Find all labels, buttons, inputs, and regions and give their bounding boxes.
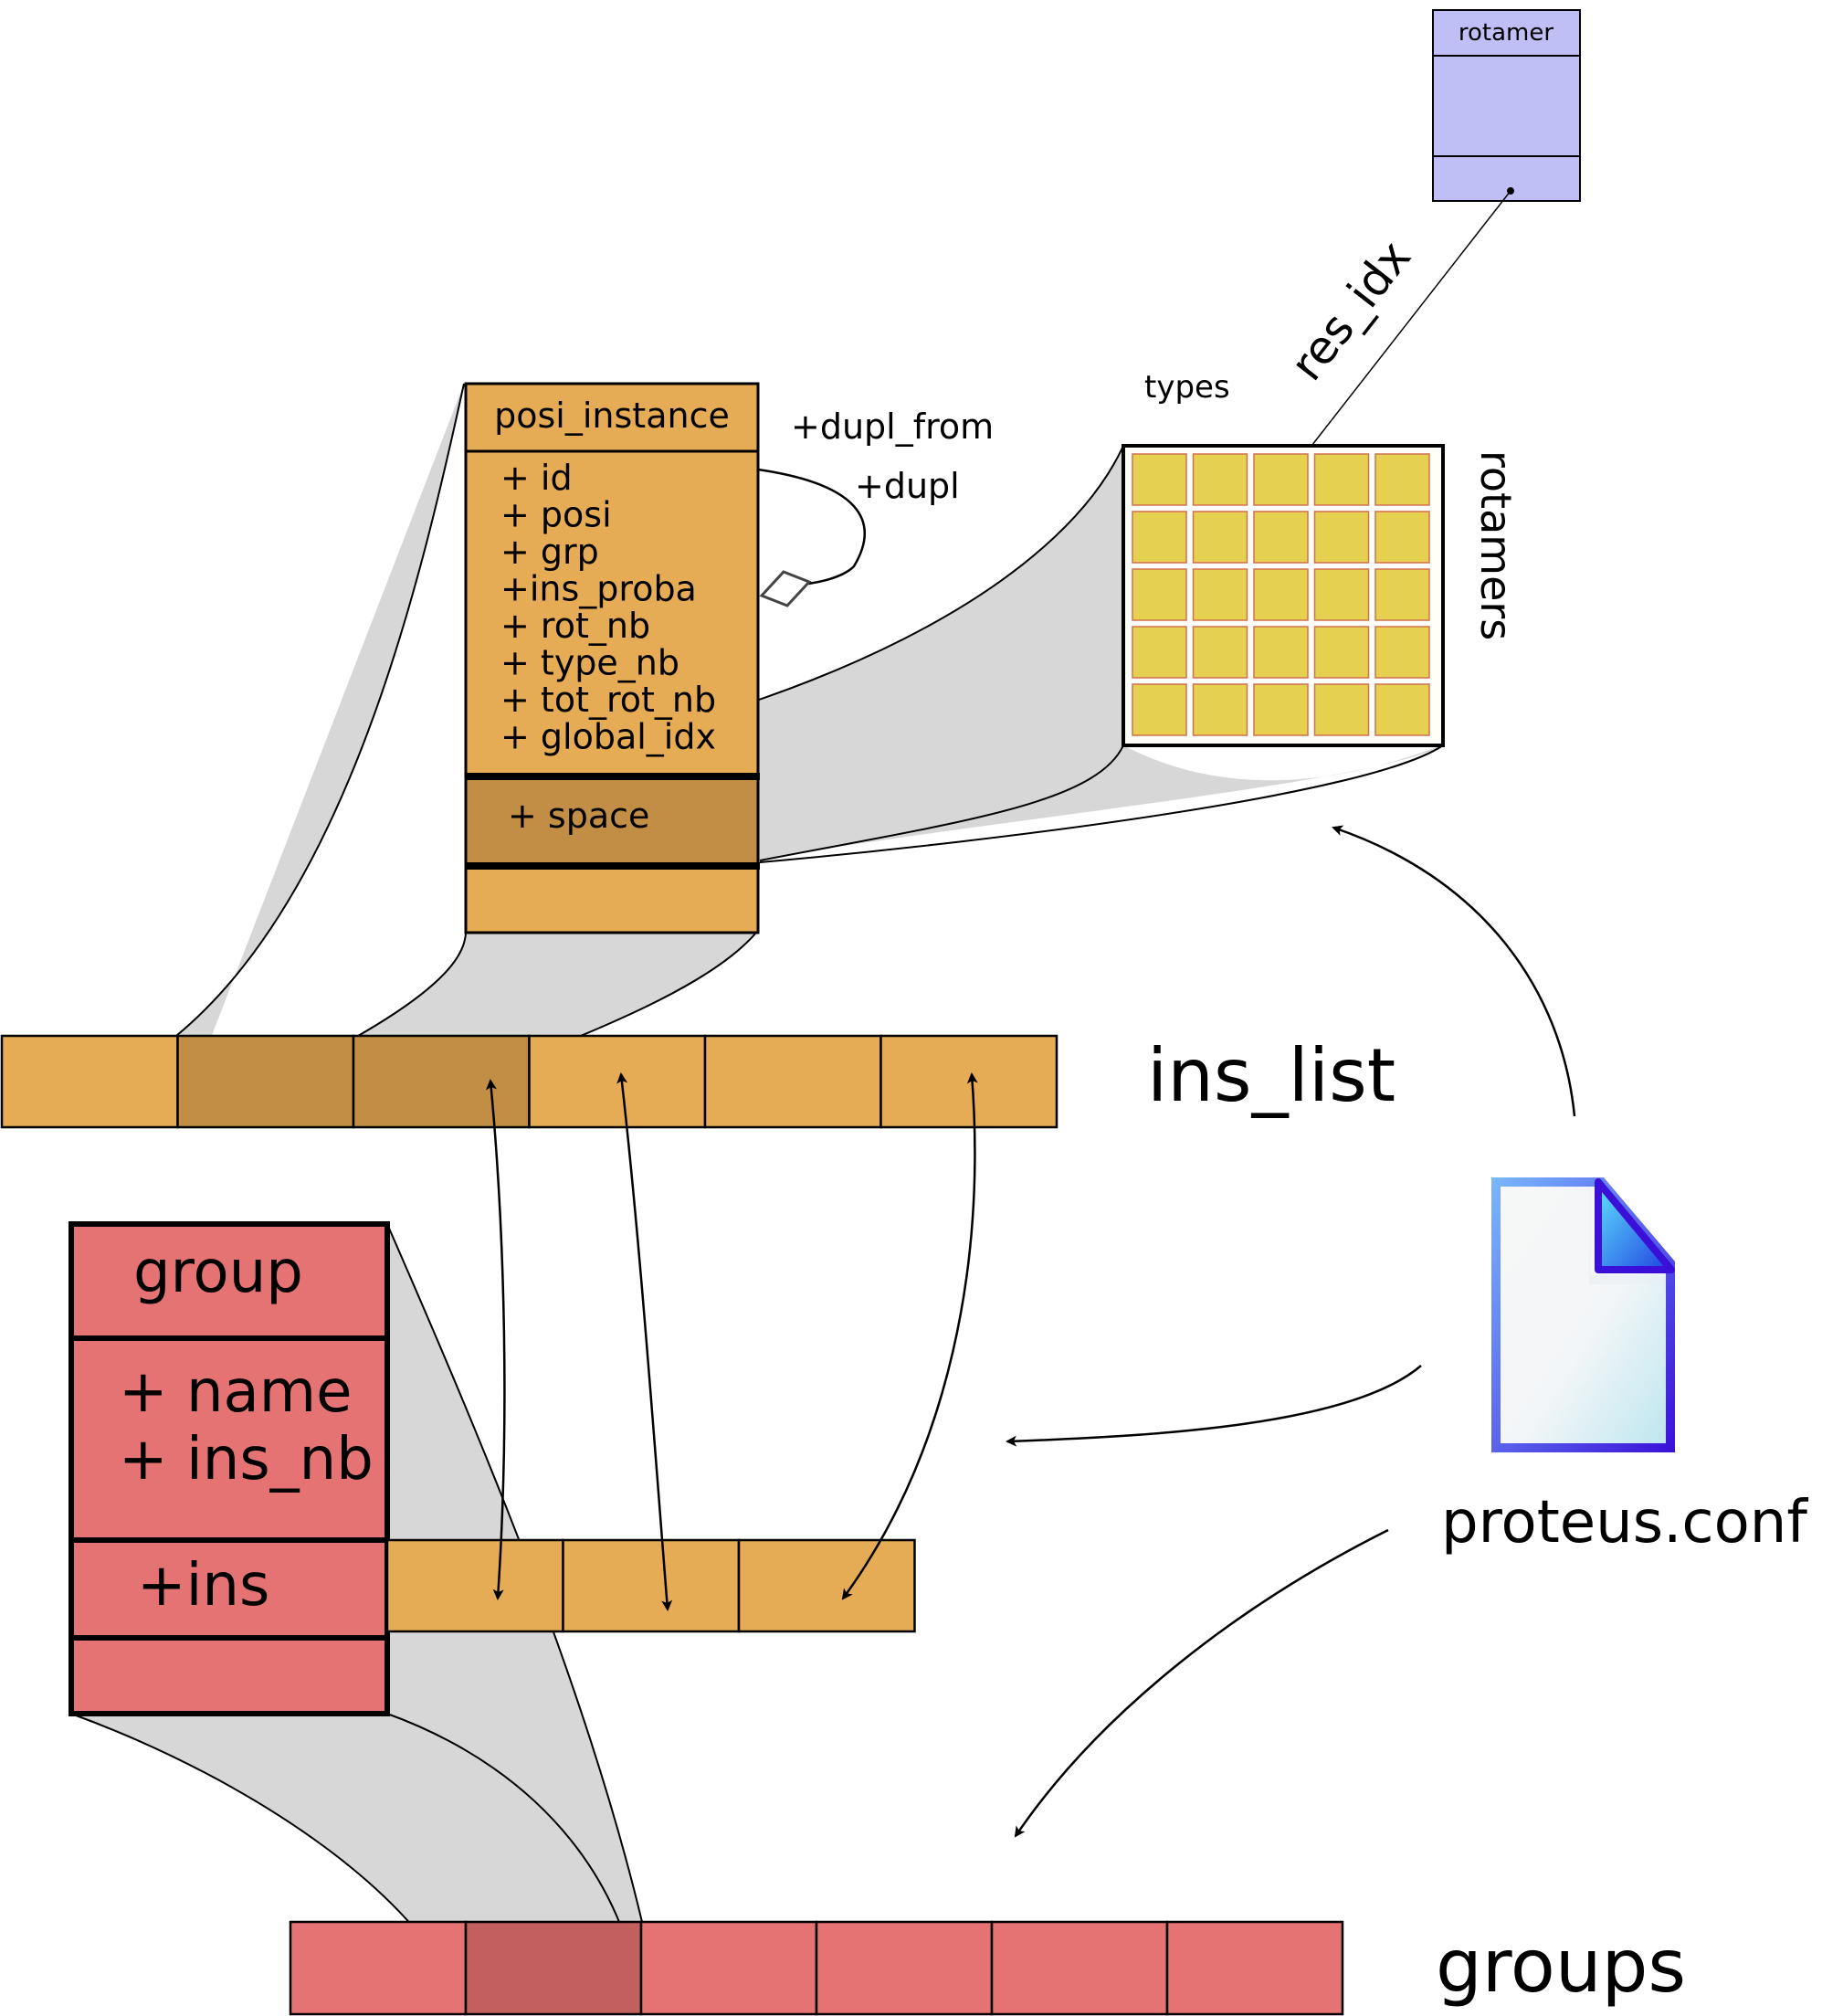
ins-list-cell <box>528 1034 707 1129</box>
ins-list-cell <box>0 1034 179 1129</box>
ins-array-cell <box>737 1538 916 1633</box>
group-class-box: group + name+ ins_nb +ins <box>68 1221 390 1716</box>
matrix-cell <box>1192 511 1248 564</box>
posi-instance-title: posi_instance <box>494 396 730 436</box>
dupl-from-label: +dupl_from <box>791 406 994 447</box>
posi-instance-space: + space <box>508 796 649 836</box>
types-label: types <box>1144 369 1230 406</box>
group-title: group <box>133 1239 303 1306</box>
posi-instance-attribute: + id <box>500 458 573 498</box>
matrix-cell <box>1313 511 1370 564</box>
group-ins-array <box>385 1538 916 1633</box>
matrix-cell <box>1253 453 1309 506</box>
dupl-label: +dupl <box>855 466 960 506</box>
matrix-cell <box>1253 626 1309 679</box>
posi-instance-attribute: + grp <box>500 532 599 572</box>
groups-cell <box>289 1920 468 2016</box>
dupl-self-association: +dupl_from +dupl <box>757 406 994 607</box>
groups-array <box>289 1920 1344 2016</box>
posi-instance-attribute: + posi <box>500 495 612 535</box>
group-attribute: + ins_nb <box>119 1426 374 1494</box>
matrix-cell <box>1132 511 1187 564</box>
posi-instance-attribute: +ins_proba <box>500 569 697 609</box>
groups-cell <box>1165 1920 1344 2016</box>
double-arrow-2 <box>616 1072 673 1611</box>
config-arrow-to-matrix <box>1332 825 1576 1117</box>
matrix-cell <box>1253 683 1309 736</box>
posi-instance-attributes: + id+ posi+ grp+ins_proba+ rot_nb+ type_… <box>500 458 716 757</box>
matrix-cell <box>1132 568 1187 621</box>
ins-pointer-arrows <box>485 1072 978 1611</box>
matrix-cell <box>1132 626 1187 679</box>
res-idx-label: res_idx <box>1280 231 1421 391</box>
matrix-cell <box>1313 453 1370 506</box>
ins-list-cell <box>176 1034 355 1129</box>
matrix-cell <box>1192 568 1248 621</box>
matrix-cell <box>1192 453 1248 506</box>
res-idx-link: res_idx <box>1280 187 1514 482</box>
double-arrow-3 <box>841 1072 978 1600</box>
matrix-cell <box>1313 568 1370 621</box>
ins-list-array <box>0 1034 1058 1129</box>
ins-array-cell <box>562 1538 741 1633</box>
matrix-cell <box>1374 568 1430 621</box>
config-arrow-to-groups <box>1014 1528 1389 1838</box>
matrix-cell <box>1374 683 1430 736</box>
rotamer-class-box: rotamer <box>1432 9 1581 202</box>
rotamer-matrix <box>1122 444 1445 747</box>
aggregation-diamond-icon <box>759 570 812 607</box>
matrix-cells <box>1132 453 1430 736</box>
matrix-cell <box>1374 626 1430 679</box>
posi-instance-class-box: posi_instance + id+ posi+ grp+ins_proba+… <box>464 382 760 934</box>
document-icon <box>1491 1177 1675 1452</box>
ins-list-label: ins_list <box>1147 1033 1395 1118</box>
group-ins-pointer: +ins <box>137 1552 269 1620</box>
groups-cell <box>464 1920 643 2016</box>
rotamers-label: rotamers <box>1471 450 1521 640</box>
matrix-cell <box>1253 511 1309 564</box>
group-attribute: + name <box>119 1358 352 1426</box>
config-file-label: proteus.conf <box>1441 1489 1808 1557</box>
matrix-cell <box>1132 453 1187 506</box>
rotamer-class-title: rotamer <box>1459 19 1553 47</box>
posi-instance-attribute: + type_nb <box>500 643 679 683</box>
matrix-cell <box>1313 626 1370 679</box>
ribbon-posi-instance-to-ins-list <box>176 384 756 1127</box>
matrix-cell <box>1253 568 1309 621</box>
config-arrow-to-group <box>1006 1365 1422 1447</box>
groups-label: groups <box>1436 1924 1686 2009</box>
groups-cell <box>815 1920 994 2016</box>
posi-instance-attribute: + tot_rot_nb <box>500 680 716 720</box>
matrix-cell <box>1192 683 1248 736</box>
posi-instance-attribute: + rot_nb <box>500 606 650 646</box>
ins-list-cell <box>879 1034 1058 1129</box>
matrix-cell <box>1374 453 1430 506</box>
matrix-cell <box>1374 511 1430 564</box>
matrix-cell <box>1313 683 1370 736</box>
double-arrow-1 <box>485 1079 506 1600</box>
ins-array-cell <box>385 1538 564 1633</box>
ins-list-cell <box>703 1034 882 1129</box>
config-arrows <box>1006 825 1576 1838</box>
ins-list-cell <box>352 1034 531 1129</box>
group-attributes: + name+ ins_nb <box>119 1358 374 1494</box>
groups-cell <box>990 1920 1169 2016</box>
groups-cell <box>639 1920 818 2016</box>
matrix-cell <box>1192 626 1248 679</box>
matrix-cell <box>1132 683 1187 736</box>
posi-instance-attribute: + global_idx <box>500 717 716 757</box>
